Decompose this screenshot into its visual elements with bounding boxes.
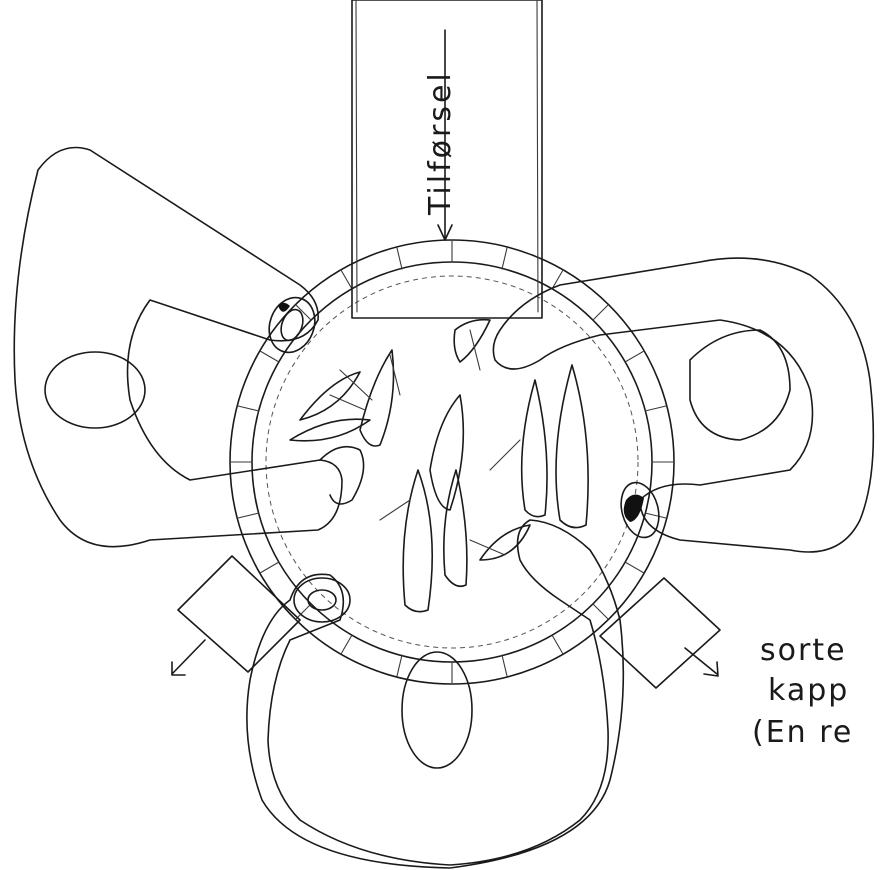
worker-top-right-head bbox=[690, 330, 790, 440]
output-chute-left bbox=[172, 556, 300, 675]
worker-top-left-body bbox=[14, 148, 342, 547]
worker-top-left-wristband bbox=[262, 291, 322, 359]
produce-piece bbox=[300, 372, 360, 420]
produce-piece bbox=[454, 320, 490, 362]
output-chute-right-box bbox=[600, 578, 720, 688]
worker-top-right bbox=[493, 258, 873, 552]
produce-piece bbox=[556, 365, 588, 528]
output-right-arrow-line bbox=[685, 648, 717, 674]
turntable-dashed-ring bbox=[266, 276, 638, 648]
side-note: sorte kapp (En re bbox=[752, 633, 853, 750]
produce-piece bbox=[290, 419, 370, 441]
output-left-arrow-line bbox=[172, 640, 205, 674]
produce-piece bbox=[522, 380, 547, 517]
worker-bottom-body bbox=[247, 520, 623, 868]
worker-bottom-wristband bbox=[294, 578, 350, 622]
worker-bottom-head bbox=[402, 652, 472, 768]
worker-top-left bbox=[14, 148, 363, 547]
output-chute-right bbox=[600, 578, 720, 688]
feed-chute-label: Tilførsel bbox=[423, 70, 458, 216]
feed-chute: Tilførsel bbox=[352, 0, 542, 318]
produce-piece bbox=[430, 395, 463, 510]
side-note-line-3: (En re bbox=[752, 715, 853, 750]
output-chute-left-box bbox=[178, 556, 300, 672]
produce-piece bbox=[360, 350, 394, 446]
worker-bottom bbox=[247, 520, 623, 868]
worker-top-left-head bbox=[45, 352, 145, 428]
side-note-line-1: sorte bbox=[760, 633, 847, 668]
side-note-line-2: kapp bbox=[768, 673, 849, 708]
produce-piece bbox=[444, 470, 467, 586]
produce-piece bbox=[403, 470, 432, 612]
worker-top-right-body bbox=[493, 258, 873, 552]
